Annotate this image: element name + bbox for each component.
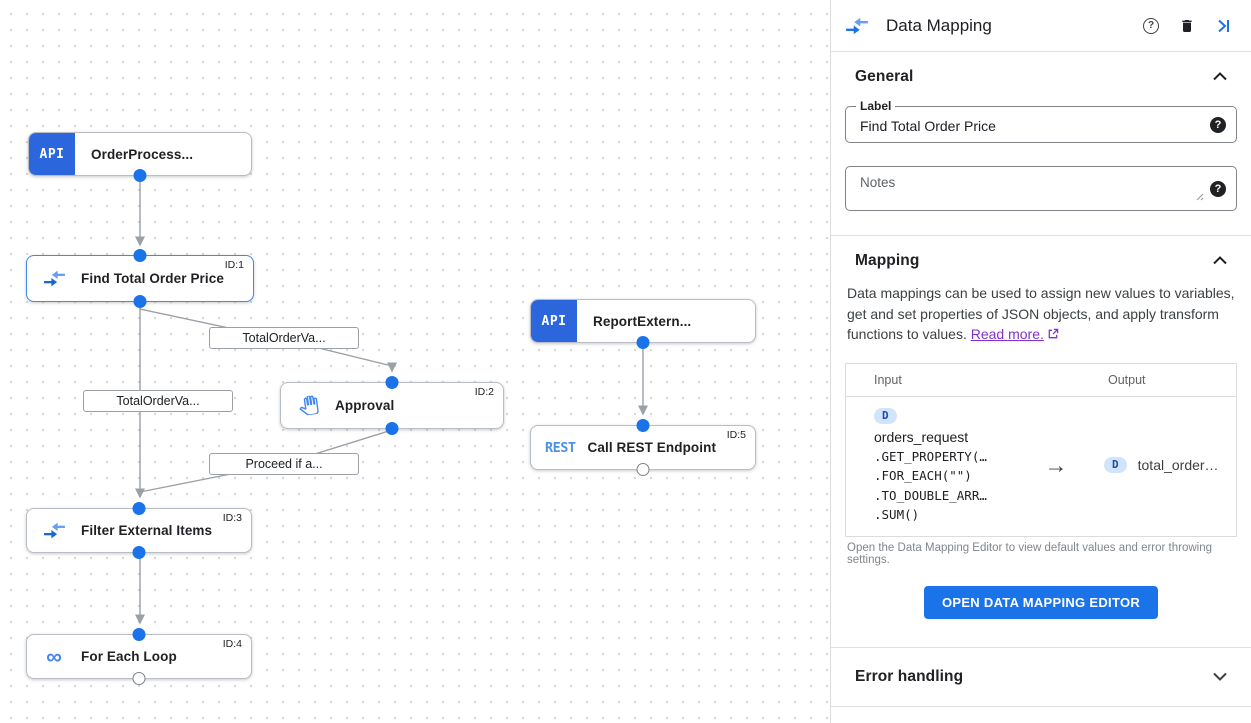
api-trigger-icon: API xyxy=(531,300,577,342)
node-label: Filter External Items xyxy=(81,523,213,538)
node-approval[interactable]: Approval ID:2 xyxy=(280,376,504,435)
output-port[interactable] xyxy=(133,295,147,308)
node-label: Find Total Order Price xyxy=(81,271,224,286)
output-port[interactable] xyxy=(385,422,399,435)
transform-function: .TO_DOUBLE_ARR… xyxy=(874,487,987,503)
node-report-extern[interactable]: API ReportExtern... xyxy=(530,299,756,349)
node-id: ID:4 xyxy=(222,638,242,650)
input-port[interactable] xyxy=(132,628,146,641)
mapping-output-cell: D total_order… xyxy=(1104,457,1219,473)
input-port[interactable] xyxy=(133,249,147,262)
node-find-total-order-price[interactable]: Find Total Order Price ID:1 xyxy=(26,249,254,308)
label-field: Label ? xyxy=(845,99,1237,143)
edge-label-total-order-1[interactable]: TotalOrderVa... xyxy=(209,327,359,349)
data-mapping-icon xyxy=(42,270,66,287)
open-data-mapping-editor-button[interactable]: OPEN DATA MAPPING EDITOR xyxy=(923,585,1159,619)
node-for-each-loop[interactable]: ∞ For Each Loop ID:4 xyxy=(26,628,252,685)
section-title: Error handling xyxy=(855,667,964,685)
mapping-row: D orders_request .GET_PROPERTY(… .FOR_EA… xyxy=(846,397,1236,536)
rest-icon: REST xyxy=(545,439,576,456)
output-port-unconnected[interactable] xyxy=(636,463,650,476)
node-label: Call REST Endpoint xyxy=(587,440,717,455)
transform-function: .FOR_EACH("") xyxy=(874,468,972,483)
mapping-caption: Open the Data Mapping Editor to view def… xyxy=(847,541,1213,566)
node-filter-external-items[interactable]: Filter External Items ID:3 xyxy=(26,502,252,559)
output-port-unconnected[interactable] xyxy=(132,672,146,685)
field-help-icon[interactable]: ? xyxy=(1210,181,1226,197)
transform-function: .GET_PROPERTY(… xyxy=(874,448,987,464)
node-id: ID:1 xyxy=(224,259,244,271)
edge-label-total-order-2[interactable]: TotalOrderVa... xyxy=(83,390,233,412)
resize-handle-icon[interactable] xyxy=(1194,188,1204,206)
datatype-badge: D xyxy=(1104,457,1127,473)
node-label: OrderProcess... xyxy=(91,146,194,162)
edge-layer xyxy=(135,177,648,625)
panel-title: Data Mapping xyxy=(886,15,992,35)
field-help-icon[interactable]: ? xyxy=(1210,117,1226,133)
mapping-table: Input Output D orders_request .GET_PROPE… xyxy=(845,362,1237,537)
section-mapping: Mapping Data mappings can be used to ass… xyxy=(831,236,1251,648)
mapping-table-header: Input Output xyxy=(846,364,1236,397)
chevron-down-icon[interactable] xyxy=(1213,668,1227,686)
output-port[interactable] xyxy=(132,546,146,559)
delete-icon[interactable] xyxy=(1175,14,1199,38)
input-column-header: Input xyxy=(874,372,902,387)
datatype-badge: D xyxy=(874,407,897,424)
section-error-handling: Error handling xyxy=(831,648,1251,707)
node-label: ReportExtern... xyxy=(593,313,692,329)
input-port[interactable] xyxy=(385,376,399,389)
output-column-header: Output xyxy=(1108,372,1146,387)
node-call-rest-endpoint[interactable]: REST Call REST Endpoint ID:5 xyxy=(530,419,756,476)
approval-hand-icon xyxy=(296,395,320,416)
api-trigger-icon: API xyxy=(29,133,75,175)
section-general: General Label ? ? xyxy=(831,52,1251,236)
section-error-handling-header[interactable]: Error handling xyxy=(845,648,1237,706)
input-port[interactable] xyxy=(636,419,650,432)
input-port[interactable] xyxy=(132,502,146,515)
config-panel: Data Mapping ? General xyxy=(830,0,1251,723)
collapse-panel-icon[interactable] xyxy=(1211,14,1235,38)
external-link-icon xyxy=(1047,325,1059,346)
node-id: ID:3 xyxy=(222,512,242,524)
panel-header: Data Mapping ? xyxy=(831,0,1251,52)
mapping-description: Data mappings can be used to assign new … xyxy=(845,282,1241,346)
help-icon[interactable]: ? xyxy=(1139,14,1163,38)
section-title: General xyxy=(855,68,914,85)
edge-label-proceed-if[interactable]: Proceed if a... xyxy=(209,453,359,475)
notes-field: ? xyxy=(845,166,1237,211)
input-variable: orders_request xyxy=(874,428,969,445)
data-mapping-icon xyxy=(845,14,869,38)
chevron-up-icon[interactable] xyxy=(1213,68,1227,86)
section-mapping-header[interactable]: Mapping xyxy=(845,236,1237,282)
mapping-input-cell: D orders_request .GET_PROPERTY(… .FOR_EA… xyxy=(874,406,1034,525)
data-mapping-icon xyxy=(42,522,66,539)
label-input[interactable] xyxy=(846,107,1236,142)
workflow-canvas[interactable]: TotalOrderVa... TotalOrderVa... Proceed … xyxy=(0,0,830,723)
node-label: Approval xyxy=(335,398,395,413)
node-order-process[interactable]: API OrderProcess... xyxy=(28,132,252,182)
mapping-arrow-icon: → xyxy=(1044,451,1068,478)
section-general-header[interactable]: General xyxy=(845,52,1237,98)
transform-function: .SUM() xyxy=(874,507,920,522)
output-port[interactable] xyxy=(133,169,147,182)
section-title: Mapping xyxy=(855,252,920,269)
read-more-link[interactable]: Read more. xyxy=(970,326,1044,342)
notes-input[interactable] xyxy=(846,167,1236,210)
loop-icon: ∞ xyxy=(46,643,62,669)
chevron-up-icon[interactable] xyxy=(1213,252,1227,270)
node-id: ID:5 xyxy=(726,429,746,441)
output-port[interactable] xyxy=(636,336,650,349)
node-id: ID:2 xyxy=(474,386,494,398)
node-label: For Each Loop xyxy=(81,649,177,664)
label-field-label: Label xyxy=(856,99,896,113)
output-variable: total_order… xyxy=(1137,457,1219,473)
